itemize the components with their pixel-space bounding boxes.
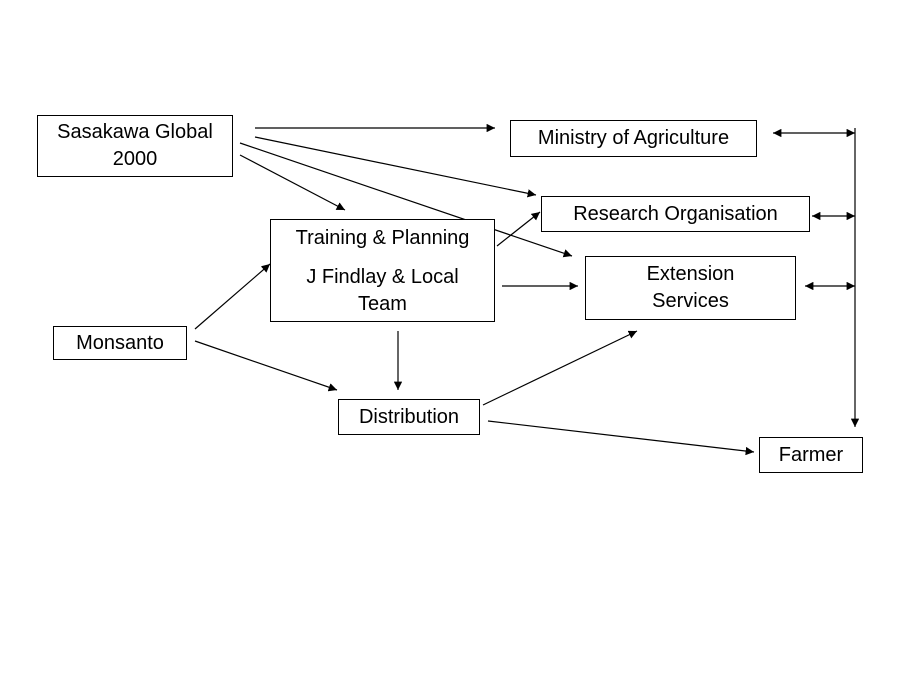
node-distribution: Distribution: [338, 399, 480, 435]
node-label: J Findlay & Local: [306, 266, 459, 288]
arrow-monsanto-distribution: [194, 340, 338, 392]
arrow-sasakawa-extension: [239, 142, 573, 258]
node-research: Research Organisation: [541, 196, 810, 232]
node-label: Extension: [646, 263, 735, 285]
node-label: Ministry of Agriculture: [537, 127, 730, 149]
node-label: Team: [358, 293, 407, 315]
node-label: Distribution: [358, 405, 460, 428]
arrow-sasakawa-research: [254, 136, 537, 198]
node-label: 2000: [112, 148, 158, 170]
node-label: Training & Planning: [295, 227, 470, 249]
node-label: Farmer: [778, 443, 844, 466]
node-sasakawa: Sasakawa Global 2000: [37, 115, 233, 177]
arrow-sasakawa-training: [239, 154, 346, 211]
node-ministry: Ministry of Agriculture: [510, 120, 757, 157]
node-extension: Extension Services: [585, 256, 796, 320]
node-label: Research Organisation: [573, 202, 778, 225]
node-label: Services: [652, 290, 729, 312]
node-farmer: Farmer: [759, 437, 863, 473]
arrow-distribution-extension: [482, 330, 638, 406]
arrow-monsanto-training: [194, 263, 271, 330]
node-monsanto: Monsanto: [53, 326, 187, 360]
node-label: Monsanto: [76, 331, 164, 354]
arrow-distribution-farmer: [487, 420, 755, 456]
arrow-training-research: [496, 211, 541, 247]
node-training: Training & Planning J Findlay & Local Te…: [270, 219, 495, 322]
node-label: Sasakawa Global: [57, 121, 213, 143]
